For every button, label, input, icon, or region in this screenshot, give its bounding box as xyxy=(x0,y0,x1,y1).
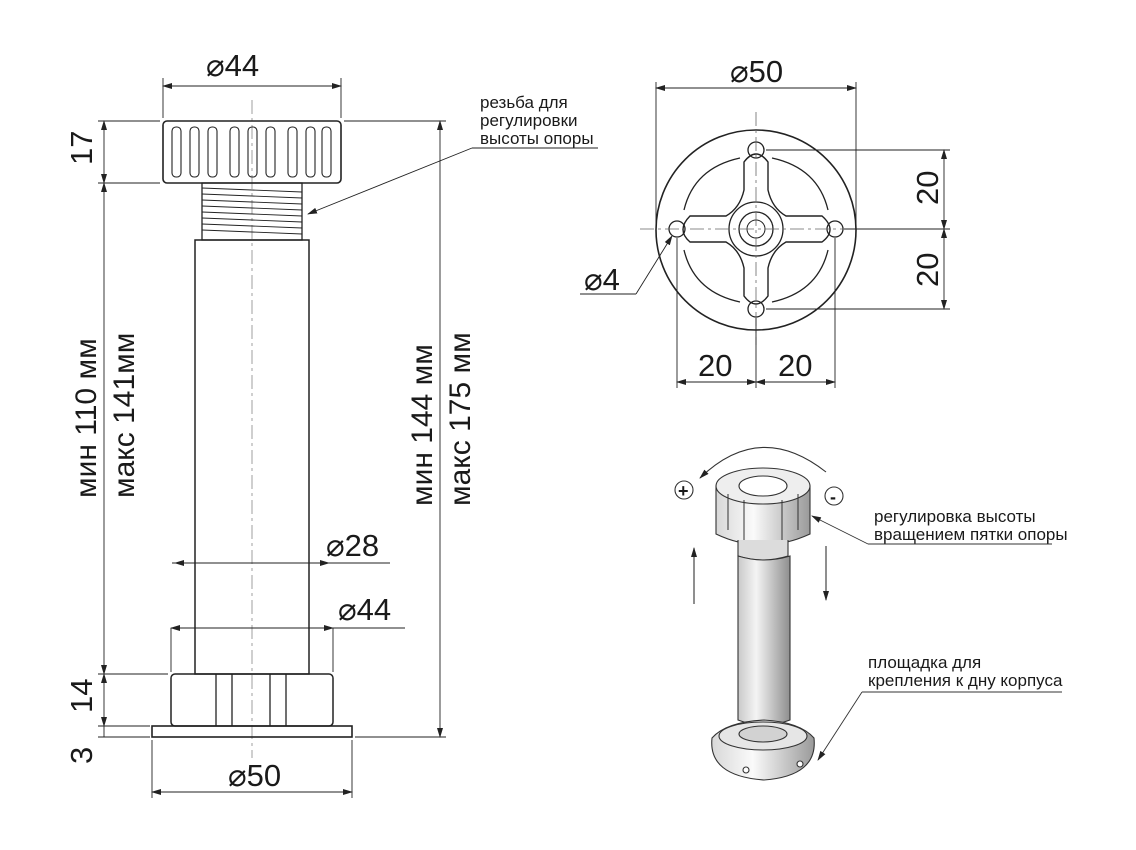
right-range-min: мин 144 мм xyxy=(406,344,439,506)
dim-plate-height: 3 xyxy=(64,747,99,764)
dim-bottom-right: 20 xyxy=(778,348,812,383)
iso-texts: + - регулировка высоты вращением пятки о… xyxy=(678,481,1068,690)
base-inner-web xyxy=(682,153,831,305)
thread-note-line1: резьба для xyxy=(480,93,568,112)
right-range-max: макс 175 мм xyxy=(444,332,477,506)
front-texts: ⌀44 17 резьба для регулировки высоты опо… xyxy=(64,48,594,793)
dim-outer-diameter: ⌀50 xyxy=(730,54,783,89)
iso-view xyxy=(674,446,1062,781)
dim-right-lower: 20 xyxy=(910,253,945,287)
front-dimensions xyxy=(98,78,598,798)
dim-hole-diameter: ⌀4 xyxy=(584,262,620,297)
dim-base-diameter-upper: ⌀44 xyxy=(338,592,391,627)
dim-tube-diameter: ⌀28 xyxy=(326,528,379,563)
thread-note-line3: высоты опоры xyxy=(480,129,594,148)
bottom-plate xyxy=(151,725,353,738)
minus-sign: - xyxy=(830,487,836,507)
left-range-min: мин 110 мм xyxy=(70,338,103,498)
thread-lines xyxy=(201,187,303,235)
left-range-max: макс 141мм xyxy=(108,333,141,498)
plus-sign: + xyxy=(678,481,689,501)
cap-ribs xyxy=(171,126,332,178)
iso-tube xyxy=(737,555,791,726)
top-view xyxy=(640,112,870,345)
rotation-arc xyxy=(699,446,827,479)
dim-bottom-diameter: ⌀50 xyxy=(228,758,281,793)
adjust-note-line1: регулировка высоты xyxy=(874,507,1036,526)
minus-circle xyxy=(824,486,844,506)
top-texts: ⌀50 ⌀4 20 20 20 20 xyxy=(584,54,945,383)
dim-right-upper: 20 xyxy=(910,171,945,205)
dim-base-height: 14 xyxy=(64,679,99,713)
dim-bottom-left: 20 xyxy=(698,348,732,383)
dim-top-diameter: ⌀44 xyxy=(206,48,259,83)
front-view xyxy=(151,100,353,758)
plus-circle xyxy=(674,480,694,500)
adjust-note-line2: вращением пятки опоры xyxy=(874,525,1068,544)
plate-note-line2: крепления к дну корпуса xyxy=(868,671,1063,690)
top-dimensions xyxy=(580,82,950,388)
plate-note-line1: площадка для xyxy=(868,653,981,672)
thread-note-line2: регулировки xyxy=(480,111,578,130)
dim-cap-height: 17 xyxy=(64,131,99,165)
